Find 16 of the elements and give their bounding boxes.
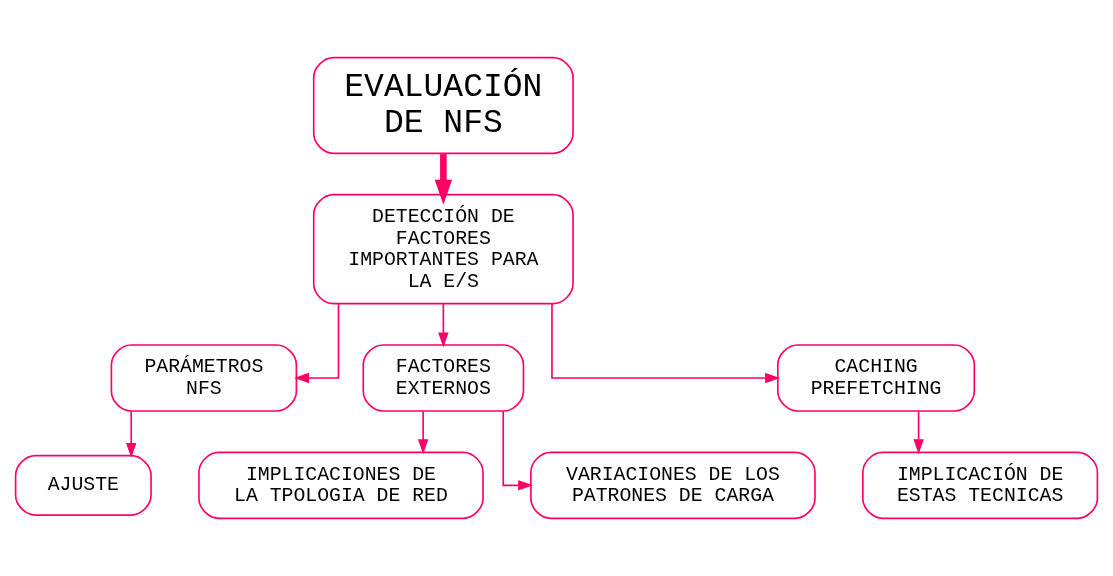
node-box: EVALUACIÓN DE NFS	[312, 56, 574, 155]
arrow	[438, 303, 449, 348]
node-box: AJUSTE	[14, 454, 152, 516]
node-box: IMPLICACIONES DE LA TPOLOGIA DE RED	[198, 451, 484, 520]
arrow	[294, 303, 340, 384]
arrow	[551, 303, 780, 384]
node-box: DETECCIÓN DE FACTORES IMPORTANTES PARA LA E/S	[312, 193, 574, 305]
node-box: CACHING PREFETCHING	[777, 344, 976, 412]
arrow	[502, 410, 533, 491]
arrow	[417, 410, 429, 455]
arrow	[126, 410, 137, 458]
node-box: VARIACIONES DE LOS PATRONES DE CARGA	[530, 451, 816, 520]
node-box: PARÁMETROS NFS	[110, 344, 298, 412]
node-box: IMPLICACIÓN DE ESTAS TECNICAS	[862, 451, 1099, 520]
arrow	[913, 410, 924, 455]
node-box: FACTORES EXTERNOS	[362, 344, 525, 412]
